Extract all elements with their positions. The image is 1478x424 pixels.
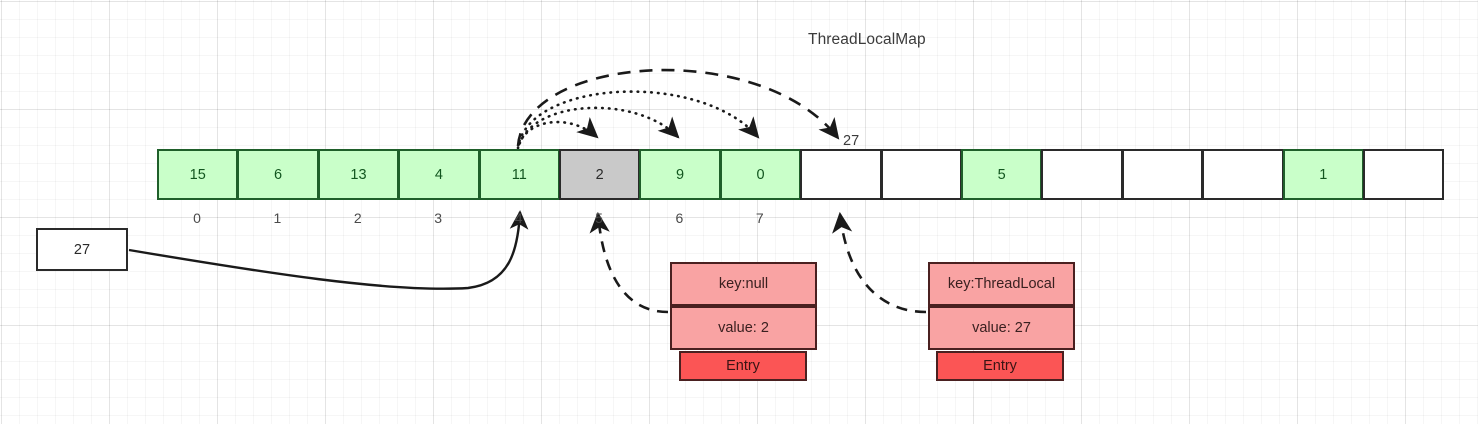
array-cell-value: 6 — [274, 166, 283, 183]
array-cell-value: 0 — [756, 166, 765, 183]
array-index-label-7: 7 — [755, 210, 764, 226]
array-cell-9 — [880, 149, 962, 200]
source-value-label: 27 — [73, 241, 91, 258]
array-cell-value: 9 — [676, 166, 685, 183]
array-index-label-1: 1 — [273, 210, 282, 226]
array-index-label-6: 6 — [675, 210, 684, 226]
array-cell-10: 5 — [961, 149, 1043, 200]
array-cell-1: 6 — [237, 149, 319, 200]
array-cell-14: 1 — [1282, 149, 1364, 200]
probe-arc-to-slot-6 — [516, 106, 680, 152]
entry-type-label: Entry — [936, 351, 1064, 381]
source-value-box: 27 — [36, 228, 128, 271]
probe-value-label: 27 — [843, 133, 860, 149]
array-cell-11 — [1041, 149, 1123, 200]
probe-arc-to-slot-5 — [515, 116, 599, 153]
probe-arc-to-slot-8 — [516, 68, 840, 147]
array-cell-value: 1 — [1319, 166, 1328, 183]
array-cell-value: 11 — [511, 166, 527, 183]
array-cell-2: 13 — [317, 149, 400, 200]
array-cell-6: 9 — [639, 149, 721, 200]
entry-key-cell: key:null — [670, 262, 817, 306]
entry-type-label: Entry — [679, 351, 807, 381]
array-cell-12 — [1121, 149, 1204, 200]
array-cell-value: 4 — [434, 166, 443, 183]
array-cell-value: 15 — [189, 166, 206, 183]
array-cell-value: 5 — [997, 166, 1006, 183]
page-title: ThreadLocalMap — [808, 31, 926, 48]
array-cell-8 — [800, 149, 882, 200]
array-cell-15 — [1363, 149, 1445, 200]
entry-null-to-slot-5-connector — [589, 211, 669, 314]
array-cell-4: 11 — [478, 149, 560, 200]
entry-key-cell: key:ThreadLocal — [928, 262, 1075, 306]
array-cell-value: 13 — [350, 166, 367, 183]
array-index-label-3: 3 — [434, 210, 443, 226]
probe-arc-to-slot-7 — [516, 90, 760, 150]
array-cell-0: 15 — [157, 149, 239, 200]
array-cell-3: 4 — [398, 149, 480, 200]
array-cell-5: 2 — [559, 149, 641, 200]
array-index-label-4: 4 — [514, 210, 523, 226]
entry-threadlocal-to-slot-8-connector — [832, 211, 927, 314]
array-index-label-5: 5 — [595, 210, 603, 226]
entry-value-cell: value: 2 — [670, 306, 817, 350]
array-cell-7: 0 — [719, 149, 802, 200]
array-cell-13 — [1202, 149, 1284, 200]
entry-value-cell: value: 27 — [928, 306, 1075, 350]
array-index-label-2: 2 — [353, 210, 362, 226]
array-index-label-0: 0 — [193, 210, 201, 226]
array-cell-value: 2 — [595, 166, 604, 183]
